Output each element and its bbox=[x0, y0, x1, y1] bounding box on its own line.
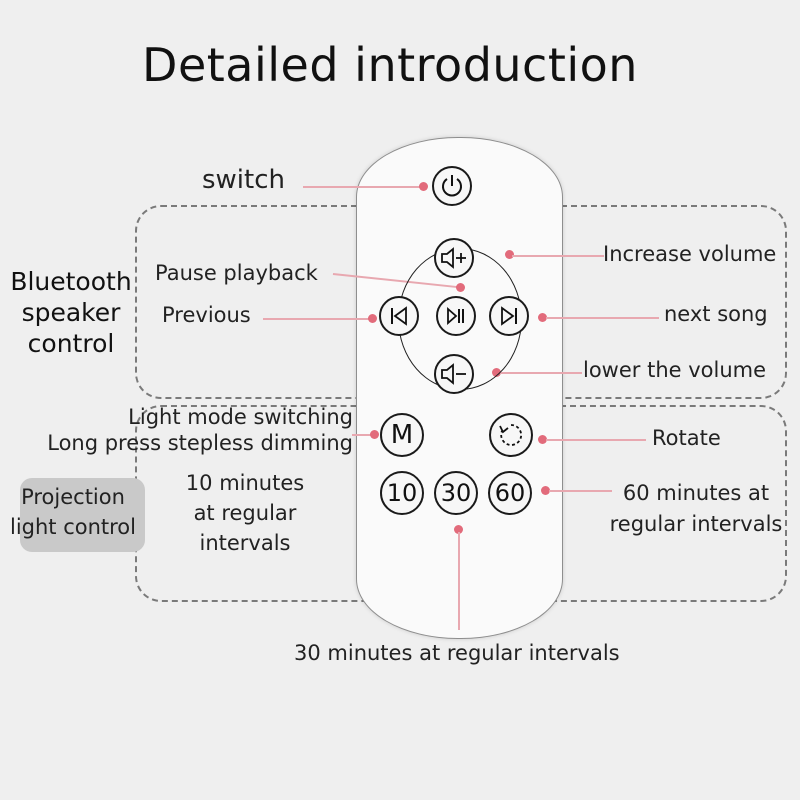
mode-leader-dot bbox=[370, 430, 379, 439]
timer-30-label: 30 bbox=[440, 479, 472, 507]
ten-minutes-label-line1: 10 minutes bbox=[185, 471, 305, 495]
power-icon bbox=[442, 175, 462, 197]
thirty-leader-line bbox=[458, 532, 460, 630]
lower-volume-label: lower the volume bbox=[583, 358, 767, 382]
volume-up-icon bbox=[441, 247, 466, 269]
light-mode-label-line1: Light mode switching bbox=[128, 405, 353, 429]
sixty-minutes-label: 60 minutes at regular intervals bbox=[596, 478, 796, 540]
ten-minutes-label-line3: intervals bbox=[199, 531, 291, 555]
projection-section-badge bbox=[20, 478, 145, 552]
lower-leader-line bbox=[500, 372, 582, 374]
switch-label: switch bbox=[202, 165, 286, 195]
previous-track-icon bbox=[391, 306, 407, 326]
ten-minutes-label: 10 minutes at regular intervals bbox=[180, 468, 310, 558]
page-title: Detailed introduction bbox=[142, 38, 638, 92]
previous-leader-line bbox=[263, 318, 370, 320]
play-pause-icon bbox=[447, 307, 464, 325]
light-mode-label-line2: Long press stepless dimming bbox=[47, 431, 353, 455]
timer-60-button[interactable]: 60 bbox=[488, 471, 532, 515]
rotate-leader-dot bbox=[538, 435, 547, 444]
timer-30-button[interactable]: 30 bbox=[434, 471, 478, 515]
rotate-icon bbox=[499, 424, 523, 446]
next-leader-line bbox=[546, 317, 659, 319]
volume-down-icon bbox=[441, 363, 466, 385]
switch-leader-line bbox=[303, 186, 425, 188]
rotate-leader-line bbox=[546, 439, 646, 441]
power-button[interactable] bbox=[432, 166, 472, 206]
sixty-minutes-label-line1: 60 minutes at bbox=[622, 481, 770, 505]
thirty-leader-dot bbox=[454, 525, 463, 534]
sixty-leader-dot bbox=[541, 486, 550, 495]
play-pause-button[interactable] bbox=[436, 296, 476, 336]
rotate-button[interactable] bbox=[489, 413, 533, 457]
previous-leader-dot bbox=[368, 314, 377, 323]
previous-button[interactable] bbox=[379, 296, 419, 336]
mode-leader-line bbox=[352, 434, 374, 436]
projection-label-line1: Projection bbox=[21, 485, 125, 509]
pause-playback-label: Pause playback bbox=[155, 261, 318, 285]
mode-button[interactable]: M bbox=[380, 413, 424, 457]
next-button[interactable] bbox=[489, 296, 529, 336]
volume-down-button[interactable] bbox=[434, 354, 474, 394]
mode-button-label: M bbox=[390, 420, 414, 450]
timer-10-label: 10 bbox=[386, 479, 418, 507]
projection-section-label: Projection light control bbox=[2, 482, 144, 542]
sixty-minutes-label-line2: regular intervals bbox=[609, 512, 783, 536]
bluetooth-section-label: Bluetooth speaker control bbox=[0, 266, 142, 359]
increase-leader-line bbox=[512, 255, 604, 257]
sixty-leader-line bbox=[549, 490, 612, 492]
bluetooth-label-line2: speaker bbox=[21, 298, 121, 327]
increase-volume-label: Increase volume bbox=[603, 242, 777, 266]
previous-label: Previous bbox=[162, 303, 251, 327]
next-track-icon bbox=[501, 306, 517, 326]
increase-leader-dot bbox=[505, 250, 514, 259]
timer-60-label: 60 bbox=[494, 479, 526, 507]
bluetooth-label-line3: control bbox=[27, 329, 115, 358]
switch-leader-dot bbox=[419, 182, 428, 191]
projection-label-line2: light control bbox=[9, 515, 136, 539]
ten-minutes-label-line2: at regular bbox=[193, 501, 297, 525]
next-song-label: next song bbox=[664, 302, 768, 326]
light-mode-label: Light mode switching Long press stepless… bbox=[0, 404, 353, 456]
volume-up-button[interactable] bbox=[434, 238, 474, 278]
thirty-minutes-label: 30 minutes at regular intervals bbox=[294, 641, 620, 665]
timer-10-button[interactable]: 10 bbox=[380, 471, 424, 515]
rotate-label: Rotate bbox=[652, 426, 721, 450]
next-leader-dot bbox=[538, 313, 547, 322]
bluetooth-label-line1: Bluetooth bbox=[10, 267, 132, 296]
